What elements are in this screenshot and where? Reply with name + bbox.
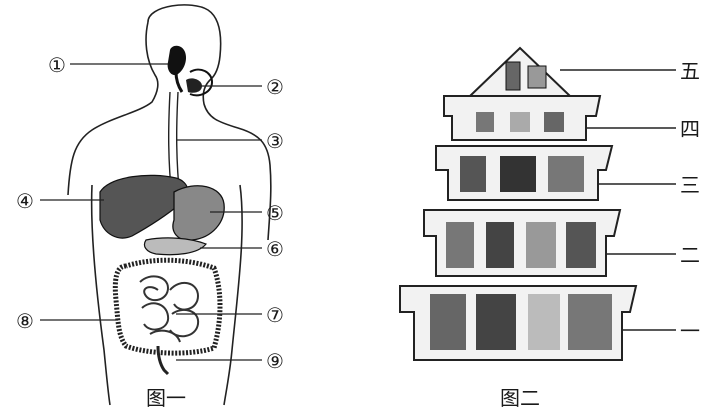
label-9: ⑨: [266, 349, 284, 373]
pyramid-level-one: [400, 286, 636, 360]
label-7: ⑦: [266, 303, 284, 327]
small-intestine: [140, 276, 198, 342]
digestive-system-diagram: ① ② ③ ④ ⑤ ⑥ ⑦ ⑧ ⑨: [16, 5, 284, 405]
level-label-five: 五: [680, 59, 700, 83]
pyramid-level-three: [436, 146, 612, 200]
pancreas: [144, 238, 206, 255]
stomach: [173, 186, 224, 240]
food-pyramid-diagram: 五 四 三 二 一: [400, 48, 700, 360]
label-4: ④: [16, 189, 34, 213]
level-label-one: 一: [680, 319, 700, 343]
pyramid-level-five: [470, 48, 570, 96]
label-8: ⑧: [16, 309, 34, 333]
rectum: [158, 346, 168, 374]
level-label-three: 三: [680, 173, 700, 197]
figure2-caption: 图二: [500, 382, 540, 411]
large-intestine: [115, 260, 220, 353]
label-1: ①: [48, 53, 66, 77]
label-2: ②: [266, 75, 284, 99]
label-3: ③: [266, 129, 284, 153]
level-label-two: 二: [680, 243, 700, 267]
pyramid-level-two: [424, 210, 620, 276]
figure1-caption: 图一: [146, 382, 186, 411]
pyramid-level-four: [444, 96, 600, 140]
label-6: ⑥: [266, 237, 284, 261]
label-5: ⑤: [266, 201, 284, 225]
level-label-four: 四: [680, 117, 700, 141]
